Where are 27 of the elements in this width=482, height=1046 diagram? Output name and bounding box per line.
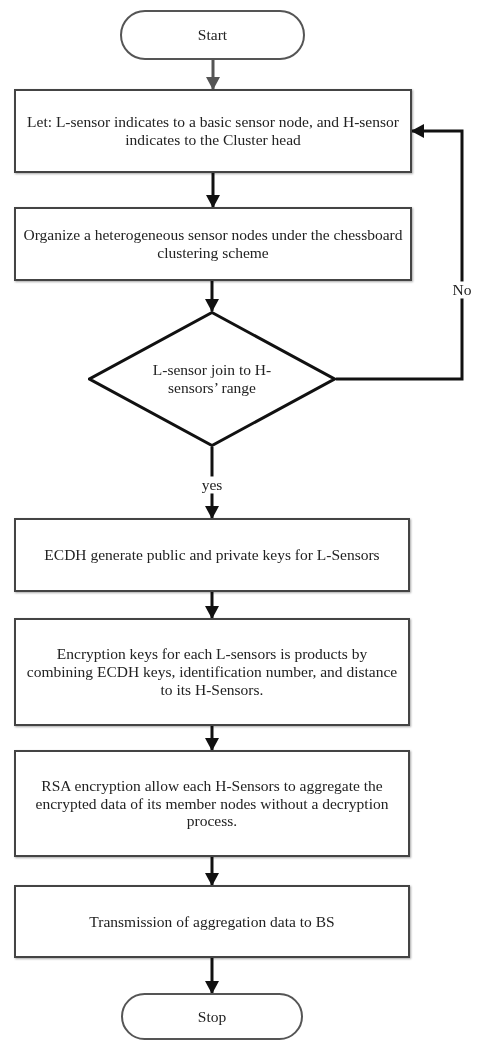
process-text: Transmission of aggregation data to BS [89,912,335,931]
arrow [205,592,219,619]
process-text: ECDH generate public and private keys for L-Sensors [44,546,380,564]
process-text: Organize a heterogeneous sensor nodes under the chessboard clustering scheme [22,226,404,262]
terminal-label: Stop [197,1007,227,1026]
terminal-box [120,10,305,60]
process-box [14,207,412,281]
edge-label: No [450,281,474,299]
process-text: Let: L-sensor indicates to a basic sensor node, and H-sensor indicates to the Cluster head [26,113,400,149]
arrow [206,60,220,90]
arrow [205,281,219,312]
process-box [14,518,410,592]
arrow [205,958,219,994]
process-text: RSA encryption allow each H-Sensors to aggregate the encrypted data of its member nodes without a decryption process. [34,776,390,831]
process-box [14,618,410,726]
process-box [14,750,410,857]
edge-label: yes [199,476,225,494]
arrow [205,726,219,751]
process-text: Encryption keys for each L-sensors is products by combining ECDH keys, identification number, and distance to its H-Sensors. [25,645,399,699]
process-box [14,885,410,958]
arrow [336,124,464,381]
decision-text: L-sensor join to H-sensors’ range [151,361,273,397]
terminal-box [121,993,303,1040]
terminal-label: Start [197,26,228,44]
process-box [14,89,412,173]
arrow [206,173,220,208]
arrow [205,857,219,886]
